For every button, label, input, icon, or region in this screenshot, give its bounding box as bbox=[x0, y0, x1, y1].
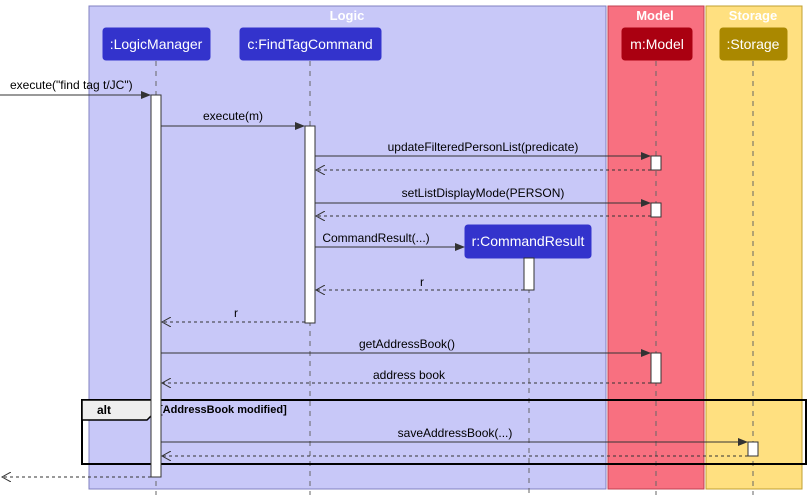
message-label-update-filtered: updateFilteredPersonList(predicate) bbox=[388, 140, 579, 154]
participant-storage-label: :Storage bbox=[727, 36, 780, 52]
participant-logic-manager: :LogicManager bbox=[102, 27, 211, 61]
activation-storage bbox=[747, 441, 759, 457]
box-storage-title: Storage bbox=[729, 8, 777, 23]
activation-model-3 bbox=[650, 352, 662, 384]
message-label-get-address-book: getAddressBook() bbox=[359, 337, 455, 351]
message-labels: execute("find tag t/JC") execute(m) upda… bbox=[10, 78, 578, 440]
box-logic-title: Logic bbox=[330, 8, 365, 23]
message-label-set-display-mode: setListDisplayMode(PERSON) bbox=[402, 186, 565, 200]
participant-command-result: r:CommandResult bbox=[464, 224, 592, 259]
activation-find-tag-command bbox=[304, 125, 316, 324]
participant-command-result-label: r:CommandResult bbox=[472, 233, 585, 249]
messages bbox=[0, 91, 748, 477]
alt-frame-guard: [AddressBook modified] bbox=[159, 404, 287, 416]
box-storage: Storage bbox=[705, 5, 803, 490]
alt-frame-label: alt bbox=[97, 403, 111, 417]
activations bbox=[150, 94, 759, 478]
activation-model-1 bbox=[650, 155, 662, 171]
participant-find-tag-command-label: c:FindTagCommand bbox=[247, 36, 372, 52]
message-label-command-result: CommandResult(...) bbox=[322, 231, 429, 245]
message-label-execute-m: execute(m) bbox=[203, 109, 263, 123]
message-label-save-address-book: saveAddressBook(...) bbox=[398, 426, 513, 440]
message-label-return-r-2: r bbox=[234, 306, 238, 320]
participant-model: m:Model bbox=[621, 27, 693, 61]
participant-storage: :Storage bbox=[719, 27, 788, 61]
participant-model-label: m:Model bbox=[630, 36, 684, 52]
message-label-return-r-1: r bbox=[420, 275, 424, 289]
message-label-execute-command: execute("find tag t/JC") bbox=[10, 78, 133, 92]
alt-frame: alt [AddressBook modified] bbox=[81, 399, 807, 465]
message-label-address-book: address book bbox=[373, 368, 446, 382]
activation-command-result bbox=[523, 257, 535, 291]
box-model: Model bbox=[607, 5, 705, 490]
box-model-title: Model bbox=[636, 8, 674, 23]
participant-logic-manager-label: :LogicManager bbox=[110, 36, 203, 52]
alt-frame-tab bbox=[81, 399, 158, 421]
participant-find-tag-command: c:FindTagCommand bbox=[239, 27, 382, 61]
activation-logic-manager bbox=[150, 94, 162, 478]
activation-model-2 bbox=[650, 202, 662, 218]
